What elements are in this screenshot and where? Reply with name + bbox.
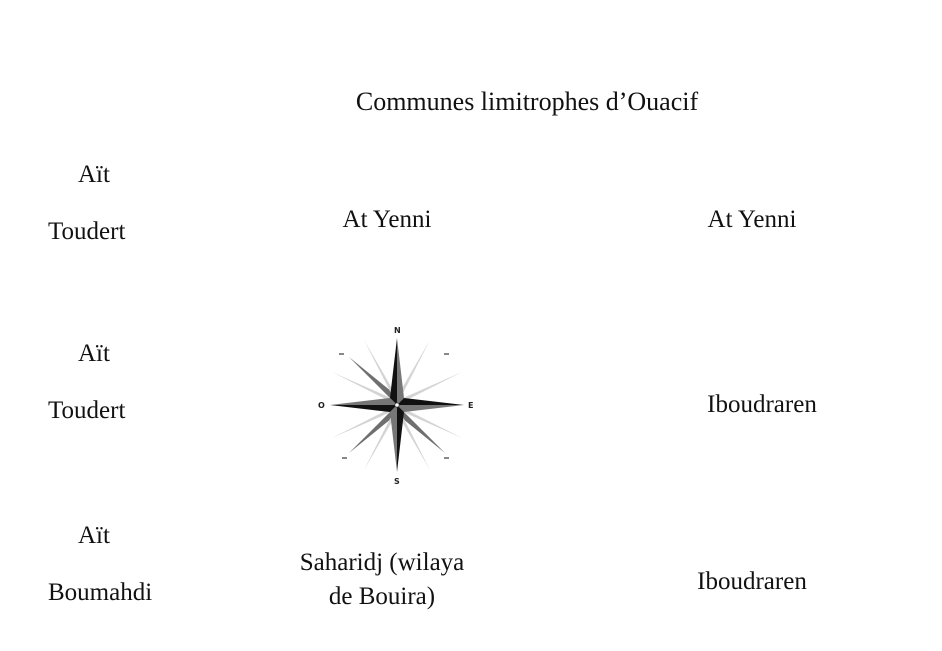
compass-northwest-mark [339,353,344,355]
compass-west-label: O [318,401,325,410]
south-west-commune-line2: Boumahdi [48,579,153,606]
compass-east-label: E [468,401,473,410]
compass-northeast-mark [444,353,449,355]
compass-rose-icon: N S E O [302,320,492,490]
south-commune-line1: Saharidj (wilaya [299,549,465,576]
north-west-commune: Aït Toudert [48,158,178,249]
document-page: Communes limitrophes d’Ouacif Aït Touder… [12,12,930,639]
west-commune-line2: Toudert [48,397,126,424]
compass-southeast-mark [444,457,449,459]
compass-southwest-mark [342,457,347,459]
west-commune-line1: Aït [78,340,110,367]
north-commune: At Yenni [342,206,432,233]
west-commune: Aït Toudert [48,337,178,428]
south-west-commune-line1: Aït [78,522,110,549]
south-west-commune: Aït Boumahdi [48,519,178,610]
compass-north-label: N [394,326,401,335]
north-east-commune: At Yenni [707,206,797,233]
north-west-commune-line1: Aït [78,161,110,188]
south-commune-line2: de Bouira) [328,583,436,610]
south-commune: Saharidj (wilaya de Bouira) [267,546,497,614]
south-east-commune: Iboudraren [697,568,807,595]
north-west-commune-line2: Toudert [48,218,126,245]
east-commune: Iboudraren [707,391,817,418]
compass-south-label: S [394,477,400,486]
page-title: Communes limitrophes d’Ouacif [355,87,699,116]
